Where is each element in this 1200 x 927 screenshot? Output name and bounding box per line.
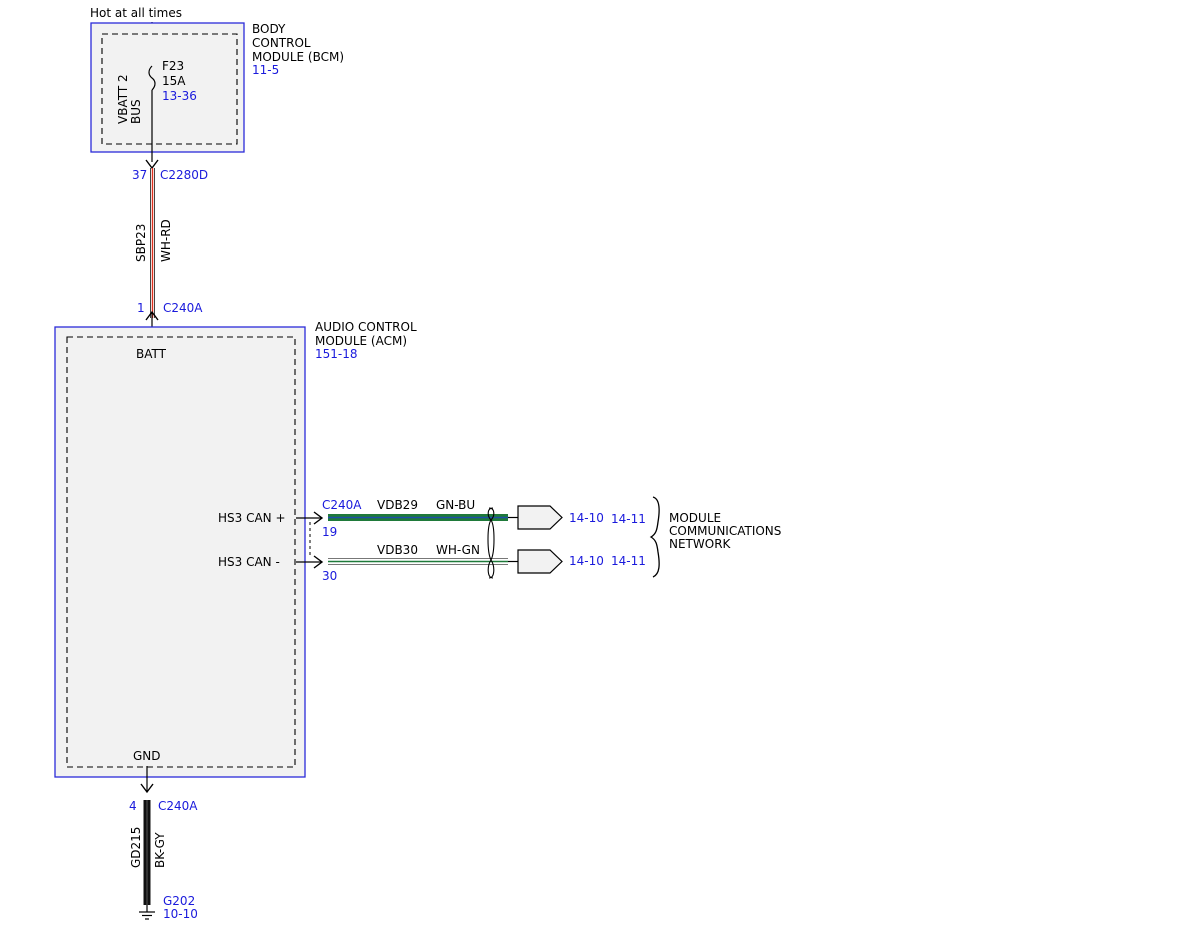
bcm-name-line3: MODULE (BCM) <box>252 50 344 64</box>
wire-vdb30-color: WH-GN <box>436 543 480 557</box>
connector-gnd-name: C240A <box>158 799 198 813</box>
acm-gnd-label: GND <box>133 749 161 763</box>
network-label-line3: NETWORK <box>669 537 732 551</box>
connector-c2280d-name: C2280D <box>160 168 208 182</box>
connector-gnd-arrow <box>140 783 154 794</box>
connector-c2280d-pin: 37 <box>132 168 147 182</box>
twisted-pair-symbol <box>487 507 495 579</box>
ground-ref: 10-10 <box>163 907 198 921</box>
can-minus-inline-connector <box>517 549 563 574</box>
bcm-name-line2: CONTROL <box>252 36 311 50</box>
acm-can-plus-label: HS3 CAN + <box>218 511 286 525</box>
wire-vdb29 <box>328 514 518 521</box>
bcm-name-line1: BODY <box>252 22 286 36</box>
bcm-bus-label-2: BUS <box>129 99 143 124</box>
bcm-module: VBATT 2 BUS F23 15A 13-36 BODY CONTROL M… <box>90 22 344 162</box>
wire-vdb29-color: GN-BU <box>436 498 475 512</box>
acm-name-line1: AUDIO CONTROL <box>315 320 417 334</box>
wire-sbp23-circuit: SBP23 <box>134 224 148 262</box>
can-connector-name: C240A <box>322 498 362 512</box>
can-minus-ref-b: 14-11 <box>611 554 646 568</box>
can-plus-arrow <box>313 511 324 525</box>
can-minus-ref-a: 14-10 <box>569 554 604 568</box>
can-plus-ref-a: 14-10 <box>569 511 604 525</box>
network-label-line1: MODULE <box>669 511 721 525</box>
connector-batt-name: C240A <box>163 301 203 315</box>
wire-vdb29-circuit: VDB29 <box>377 498 418 512</box>
bcm-ref: 11-5 <box>252 63 279 77</box>
bcm-inner-dashed-box <box>101 33 238 145</box>
network-brace <box>649 496 660 578</box>
can-minus-pin: 30 <box>322 569 337 583</box>
network-label-line2: COMMUNICATIONS <box>669 524 781 538</box>
can-minus-arrow <box>313 555 324 569</box>
wire-gd215 <box>143 800 151 905</box>
hot-at-all-times-label: Hot at all times <box>90 6 182 20</box>
can-plus-ref-b: 14-11 <box>611 512 646 526</box>
wire-gd215-circuit: GD215 <box>129 827 143 868</box>
acm-can-minus-label: HS3 CAN - <box>218 555 280 569</box>
fuse-ref: 13-36 <box>162 89 197 103</box>
wire-gd215-color: BK-GY <box>153 832 167 868</box>
wire-sbp23-color: WH-RD <box>159 219 173 262</box>
acm-inner-dashed-box <box>66 336 296 768</box>
wire-vdb30-circuit: VDB30 <box>377 543 418 557</box>
fuse-rating: 15A <box>162 74 186 88</box>
connector-gnd-pin: 4 <box>129 799 137 813</box>
fuse-name: F23 <box>162 59 184 73</box>
ground-symbol-icon <box>139 905 155 920</box>
can-plus-inline-connector <box>517 505 563 530</box>
bcm-bus-label: VBATT 2 <box>116 74 130 124</box>
bcm-outer-box <box>90 22 245 153</box>
acm-outer-box <box>54 326 306 778</box>
acm-name-line2: MODULE (ACM) <box>315 334 407 348</box>
acm-ref: 151-18 <box>315 347 358 361</box>
wire-vdb30 <box>328 558 518 565</box>
wire-sbp23 <box>150 168 155 318</box>
acm-batt-label: BATT <box>136 347 167 361</box>
fuse-f23-symbol <box>148 65 156 91</box>
connector-batt-pin: 1 <box>137 301 145 315</box>
acm-module: BATT GND HS3 CAN + HS3 CAN - AUDIO CONTR… <box>54 320 417 778</box>
can-plus-pin: 19 <box>322 525 337 539</box>
ground-name: G202 <box>163 894 195 908</box>
